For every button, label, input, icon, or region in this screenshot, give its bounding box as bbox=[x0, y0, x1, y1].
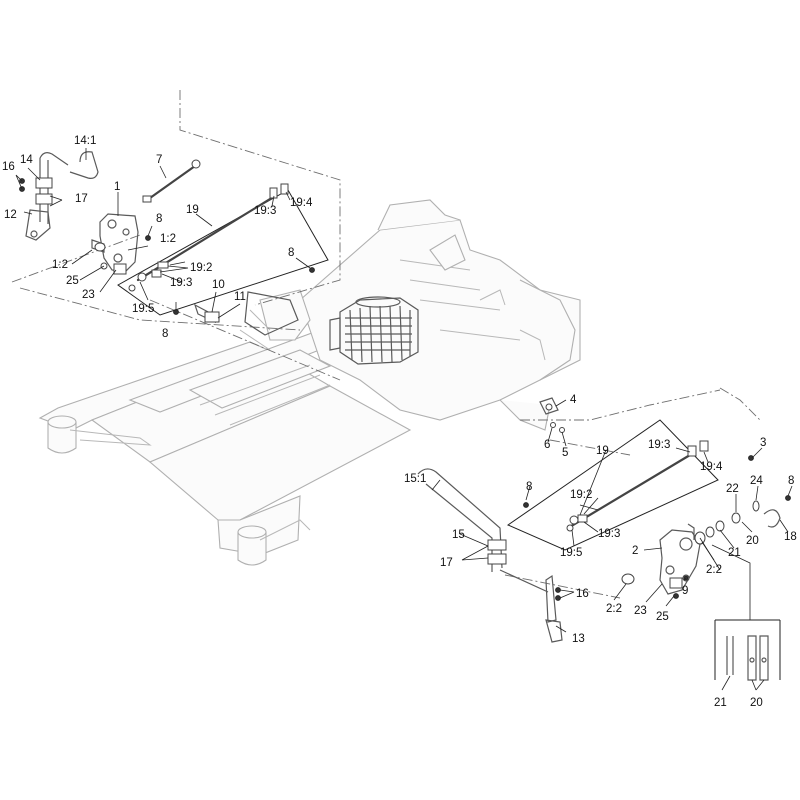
rod-7 bbox=[142, 159, 201, 203]
callout-19-5-upper: 19:5 bbox=[132, 303, 154, 315]
callout-19-3-lower: 19:3 bbox=[170, 277, 192, 289]
callout-19: 19 bbox=[186, 204, 199, 216]
callout-13: 13 bbox=[572, 633, 585, 645]
callout-11: 11 bbox=[234, 291, 246, 303]
callout-17-right: 17 bbox=[440, 557, 453, 569]
callout-8: 8 bbox=[156, 213, 162, 225]
callout-19-3-right-upper: 19:3 bbox=[648, 439, 670, 451]
callout-19-3-right-lower: 19:3 bbox=[598, 528, 620, 540]
callout-19-3-upper: 19:3 bbox=[254, 205, 276, 217]
callout-9: 9 bbox=[682, 585, 688, 597]
right-control-lever bbox=[417, 468, 563, 643]
callout-19-5-right: 19:5 bbox=[560, 547, 582, 559]
callout-3: 3 bbox=[760, 437, 766, 449]
callout-16: 16 bbox=[2, 161, 15, 173]
callout-8-c: 8 bbox=[288, 247, 294, 259]
detail-inset bbox=[714, 619, 781, 681]
callout-20-detail: 20 bbox=[750, 697, 763, 709]
bracket-2-right bbox=[621, 495, 791, 620]
callout-14: 14 bbox=[20, 154, 33, 166]
callout-21-upper: 21 bbox=[728, 547, 741, 559]
callout-1-2-right: 1:2 bbox=[160, 233, 176, 245]
callout-8-d: 8 bbox=[788, 475, 794, 487]
callout-10: 10 bbox=[212, 279, 225, 291]
callout-19-2-upper: 19:2 bbox=[190, 262, 212, 274]
callout-8-b: 8 bbox=[162, 328, 168, 340]
callout-22: 22 bbox=[726, 483, 739, 495]
callout-2: 2 bbox=[632, 545, 638, 557]
callout-1: 1 bbox=[114, 181, 120, 193]
callout-16-right: 16 bbox=[576, 588, 589, 600]
callout-19-right: 19 bbox=[596, 445, 609, 457]
part-4 bbox=[539, 397, 565, 433]
callout-18: 18 bbox=[784, 531, 797, 543]
callout-12: 12 bbox=[4, 209, 17, 221]
callout-6: 6 bbox=[544, 439, 550, 451]
leader-lines bbox=[15, 148, 793, 691]
engine bbox=[329, 296, 419, 365]
callout-21-detail: 21 bbox=[714, 697, 727, 709]
callout-25: 25 bbox=[66, 275, 79, 287]
callout-25-right: 25 bbox=[656, 611, 669, 623]
rod-assembly-19-left bbox=[117, 183, 329, 316]
callout-19-2-right: 19:2 bbox=[570, 489, 592, 501]
callout-14-1: 14:1 bbox=[74, 135, 96, 147]
callout-labels: 14:1 14 16 17 12 7 1 8 1:2 1:2 25 23 19 … bbox=[2, 135, 797, 709]
callout-23: 23 bbox=[82, 289, 95, 301]
callout-19-4-right: 19:4 bbox=[700, 461, 723, 473]
callout-8-e: 8 bbox=[526, 481, 532, 493]
callout-24: 24 bbox=[750, 475, 763, 487]
callout-4: 4 bbox=[570, 394, 577, 406]
callout-19-4-upper: 19:4 bbox=[290, 197, 313, 209]
callout-2-2-left: 2:2 bbox=[606, 603, 622, 615]
callout-5: 5 bbox=[562, 447, 568, 459]
callout-15: 15 bbox=[452, 529, 465, 541]
callout-15-1: 15:1 bbox=[404, 473, 426, 485]
routing-lines bbox=[11, 90, 761, 599]
callout-7: 7 bbox=[156, 154, 162, 166]
chassis-frame bbox=[38, 199, 581, 566]
callout-17: 17 bbox=[75, 193, 88, 205]
callout-1-2-left: 1:2 bbox=[52, 259, 68, 271]
callout-20-upper: 20 bbox=[746, 535, 759, 547]
callout-23-right: 23 bbox=[634, 605, 647, 617]
rod-assembly-19-right bbox=[506, 419, 754, 551]
callout-2-2-right: 2:2 bbox=[706, 564, 722, 576]
